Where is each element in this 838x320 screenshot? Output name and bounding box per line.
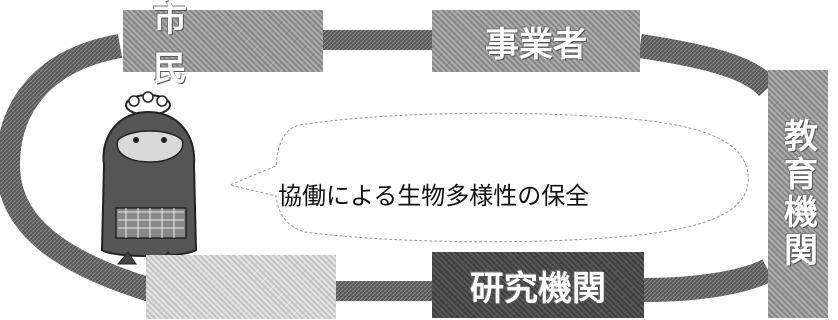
stakeholder-citizens-label: 市 民 (153, 0, 289, 89)
stakeholder-citizens: 市 民 (123, 0, 323, 89)
stakeholder-education-label: 教育機関 (777, 118, 818, 270)
collaboration-ring (0, 30, 777, 302)
stakeholder-research-label: 研究機関 (470, 268, 606, 309)
stakeholder-research: 研究機関 (432, 252, 644, 318)
stakeholder-business: 事業者 (432, 10, 640, 72)
kappa-mascot (100, 91, 198, 265)
speech-bubble (228, 112, 749, 243)
stakeholder-education: 教育機関 (768, 70, 828, 318)
center-message: 協働による生物多様性の保全 (278, 182, 590, 210)
stakeholder-business-label: 事業者 (485, 24, 587, 65)
stakeholder-administration (146, 255, 336, 319)
